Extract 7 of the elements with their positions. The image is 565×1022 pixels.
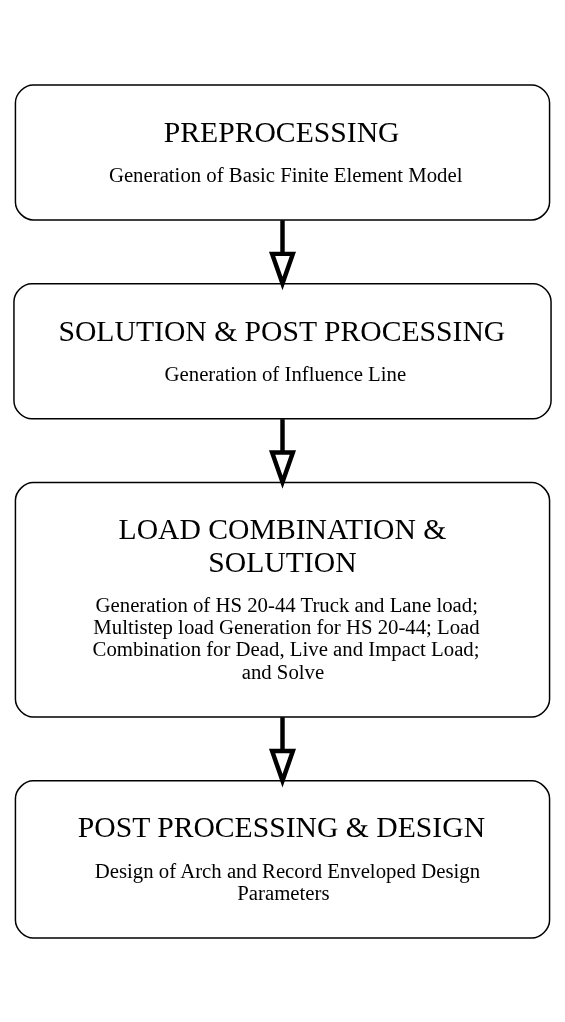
arrow bbox=[268, 219, 297, 290]
node-box: LOAD COMBINATION & SOLUTION Generation of HS 20-44 Truck and Lane load; Multistep load Generation for HS 20-44; Load Combination for Dead, Live and Impact Load; and Solve bbox=[14, 481, 551, 718]
node-box: PREPROCESSING Generation of Basic Finite Element Model bbox=[14, 83, 551, 221]
node-box: POST PROCESSING & DESIGN Design of Arch and Record Enveloped Design Parameters bbox=[14, 779, 551, 939]
node-box: SOLUTION & POST PROCESSING Generation of Influence Line bbox=[13, 282, 552, 419]
arrow bbox=[268, 418, 297, 489]
arrow bbox=[268, 716, 297, 787]
